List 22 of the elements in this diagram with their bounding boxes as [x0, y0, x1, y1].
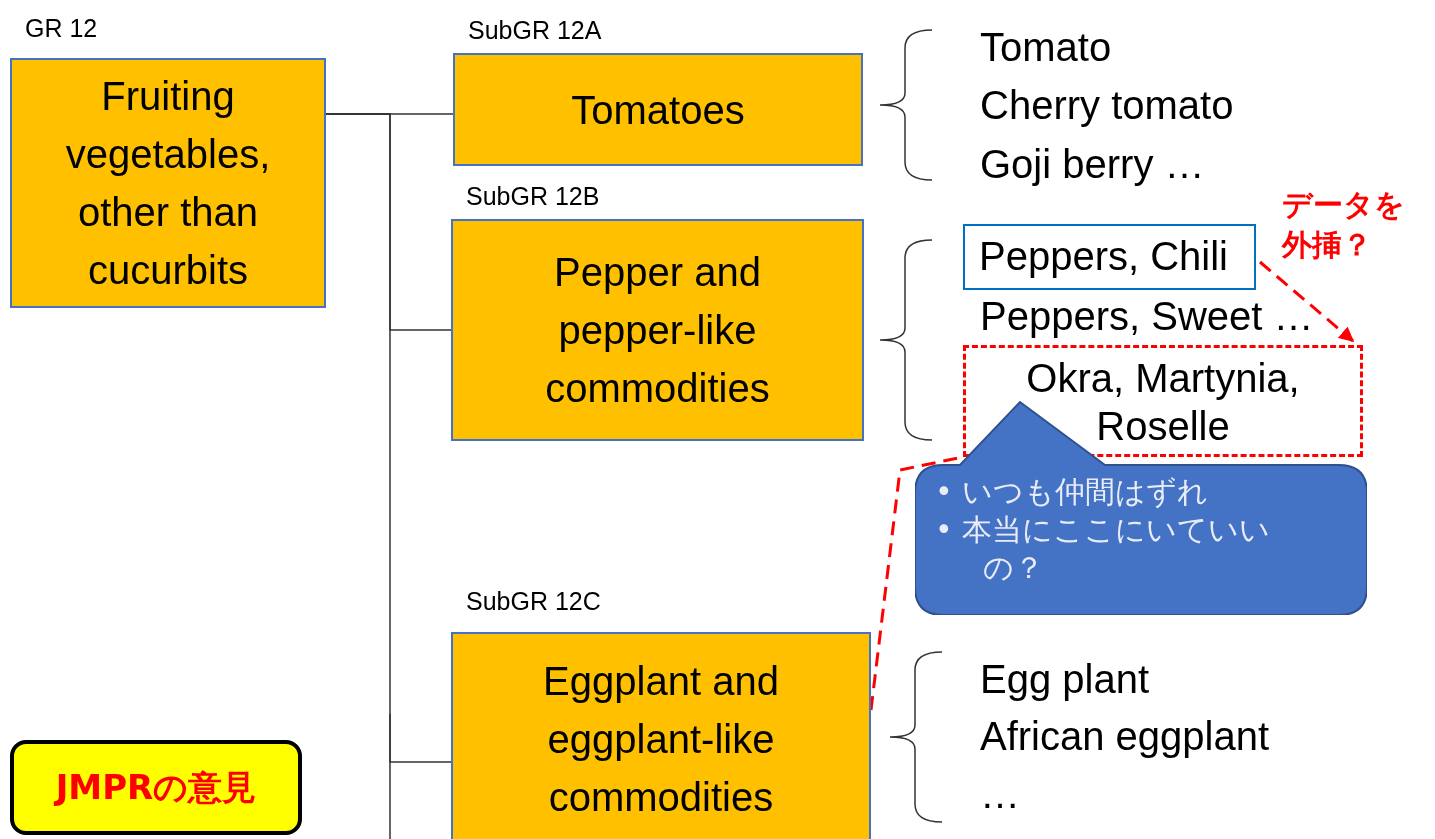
list-item: … — [980, 771, 1020, 818]
group-code: SubGR 12B — [466, 181, 600, 212]
group-box: Pepper and pepper-like commodities — [451, 219, 864, 441]
group-box: Tomatoes — [453, 53, 863, 166]
annotation-text: データを外挿？ — [1282, 186, 1406, 264]
list-item: African eggplant — [980, 713, 1270, 760]
list-item: Peppers, Sweet … — [980, 293, 1314, 340]
list-item: Goji berry … — [980, 141, 1205, 188]
list-item: Egg plant — [980, 656, 1150, 703]
group-code: GR 12 — [25, 13, 98, 44]
group-box: Eggplant and eggplant-like commodities — [451, 632, 871, 839]
note-box: JMPRの意見 — [10, 740, 302, 835]
connector-line — [325, 113, 452, 763]
group-code: SubGR 12C — [466, 586, 601, 617]
arrow — [1259, 260, 1355, 343]
bullet-text: • いつも仲間はずれ — [935, 473, 1210, 511]
bullet-text: • 本当にここにいていいの？ — [935, 511, 1272, 587]
highlight-box: Peppers, Chili — [963, 224, 1256, 290]
list-item: Tomato — [980, 24, 1112, 71]
list-item: Cherry tomato — [980, 82, 1234, 129]
group-box: Fruiting vegetables, other than cucurbits — [10, 58, 326, 308]
group-code: SubGR 12A — [468, 15, 602, 46]
